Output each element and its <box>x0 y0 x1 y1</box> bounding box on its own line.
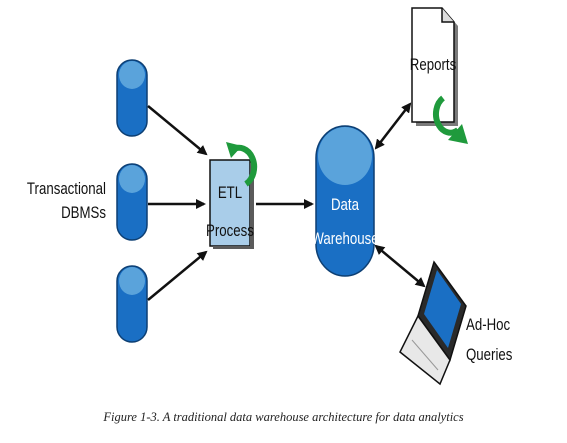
laptop-icon <box>399 260 467 386</box>
adhoc-label-line2: Queries <box>466 346 513 365</box>
arrow-db1-to-etl <box>147 105 208 156</box>
etl-label-line2: Process <box>206 222 254 241</box>
database-cylinder-2 <box>116 163 148 241</box>
reports-label: Reports <box>410 56 457 75</box>
reports-cycle-icon <box>433 95 468 144</box>
reports-document-icon <box>411 7 458 126</box>
adhoc-label-line1: Ad-Hoc <box>466 316 511 335</box>
warehouse-label-line2: Warehouse <box>311 230 378 249</box>
arrow-db3-to-etl <box>147 250 208 301</box>
etl-cycle-icon <box>226 142 258 187</box>
warehouse-label-line1: Data <box>331 196 359 215</box>
figure-caption: Figure 1-3. A traditional data warehouse… <box>103 410 464 424</box>
sources-label-line1: Transactional <box>27 180 106 199</box>
database-cylinder-3 <box>116 265 148 343</box>
database-cylinder-1 <box>116 59 148 137</box>
data-warehouse-cylinder <box>315 125 375 277</box>
arrow-warehouse-reports <box>374 102 412 150</box>
arrow-warehouse-adhoc <box>374 244 426 288</box>
etl-label-line1: ETL <box>218 184 242 203</box>
sources-label-line2: DBMSs <box>61 204 106 223</box>
etl-process-box <box>209 159 254 249</box>
